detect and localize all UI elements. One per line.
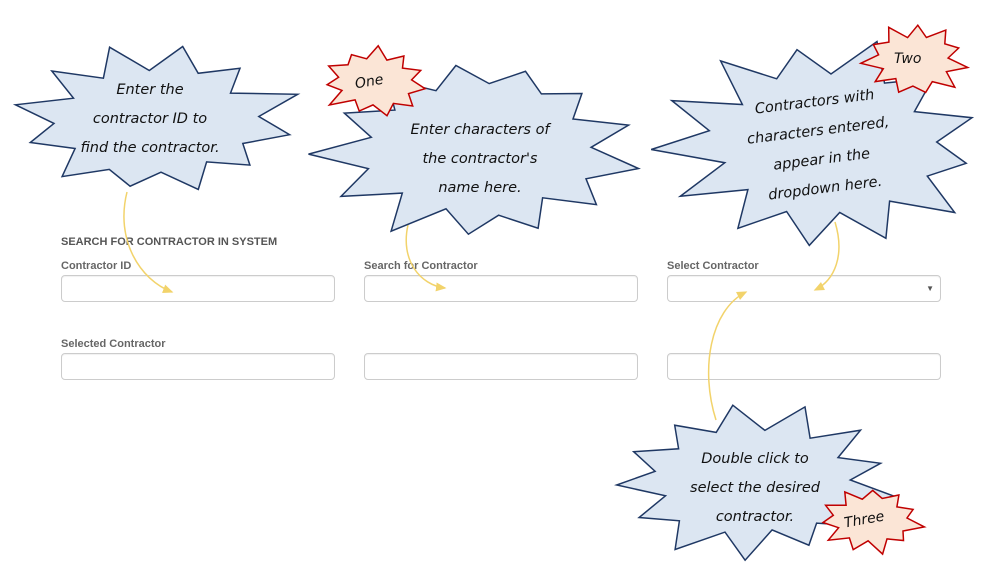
callout-line: contractor ID to — [92, 111, 208, 127]
callout-search-burst — [308, 64, 641, 236]
callout-line: find the contractor. — [80, 140, 220, 156]
callout-line: Enter the — [116, 82, 184, 98]
section-heading: SEARCH FOR CONTRACTOR IN SYSTEM — [61, 236, 278, 248]
callout-line: contractor. — [715, 509, 795, 525]
arrow-from-double-click — [707, 291, 748, 421]
chevron-down-icon: ▼ — [926, 284, 934, 293]
select-contractor-label: Select Contractor — [667, 260, 759, 272]
selected-contractor-field-3[interactable] — [667, 353, 941, 380]
arrow-to-contractor-id — [123, 191, 174, 294]
selected-contractor-label: Selected Contractor — [61, 338, 166, 350]
search-contractor-label: Search for Contractor — [364, 260, 478, 272]
arrow-to-search — [405, 224, 447, 292]
contractor-id-input[interactable] — [61, 275, 335, 302]
callout-line: the contractor's — [422, 151, 538, 167]
arrow-to-select — [813, 221, 840, 291]
step-three-burst — [821, 489, 927, 556]
callout-contractor-id-burst — [12, 45, 301, 191]
callout-line: select the desired — [690, 480, 820, 496]
callout-double-click-text: Double click to select the desired contr… — [645, 445, 865, 532]
search-contractor-input[interactable] — [364, 275, 638, 302]
selected-contractor-field-2[interactable] — [364, 353, 638, 380]
select-contractor-dropdown[interactable]: ▼ — [667, 275, 941, 302]
callout-line: Enter characters of — [410, 122, 550, 138]
selected-contractor-field-1[interactable] — [61, 353, 335, 380]
step-one-burst — [325, 44, 427, 117]
contractor-id-label: Contractor ID — [61, 260, 132, 272]
callout-search-text: Enter characters of the contractor's nam… — [355, 116, 605, 203]
callout-line: name here. — [438, 180, 522, 196]
callout-contractor-id-text: Enter the contractor ID to find the cont… — [30, 76, 270, 163]
callout-line: Double click to — [701, 451, 809, 467]
step-two-burst — [858, 23, 971, 94]
step-two-label: Two — [894, 51, 922, 67]
